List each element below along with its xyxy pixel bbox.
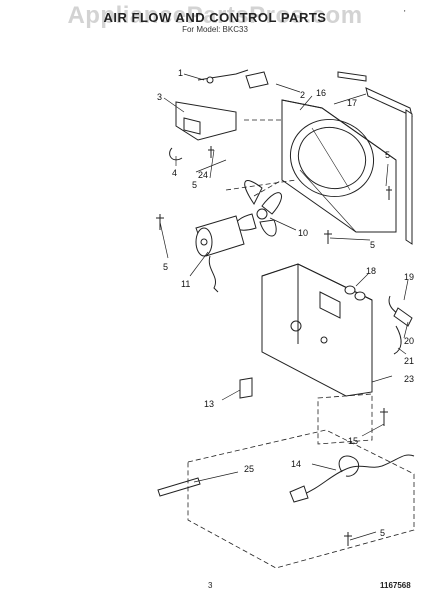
callout-5-b: 5: [385, 150, 390, 160]
corner-mark: ': [404, 9, 406, 18]
callout-15: 15: [348, 436, 358, 446]
callout-18: 18: [366, 266, 376, 276]
callout-1: 1: [178, 68, 183, 78]
callout-25: 25: [244, 464, 254, 474]
callout-2: 2: [300, 90, 305, 100]
part-24-screw[interactable]: [208, 146, 214, 158]
callout-10: 10: [298, 228, 308, 238]
part-14-power-cord[interactable]: [289, 454, 415, 503]
part-11-fan-motor[interactable]: [195, 215, 245, 293]
base-pan-outline: [187, 119, 415, 569]
watermark: AppliancePartsPros.com: [67, 2, 363, 29]
callout-17: 17: [347, 98, 357, 108]
callout-labels: 1 2 3 4 5 5 5 5 5 10 11 13 14 15 16 17 1…: [157, 68, 414, 538]
part-3-control-bracket[interactable]: [175, 101, 237, 141]
page-number: 3: [208, 581, 213, 590]
callout-23: 23: [404, 374, 414, 384]
callout-5-e: 5: [380, 528, 385, 538]
part-1-thermostat-sensor[interactable]: [197, 69, 249, 84]
part-10-fan-blade[interactable]: [234, 180, 282, 237]
part-25-cord-strap[interactable]: [157, 477, 201, 497]
callout-5-c: 5: [163, 262, 168, 272]
part-13-capacitor[interactable]: [239, 377, 253, 399]
callout-11: 11: [181, 279, 190, 289]
part-19-switch-harness[interactable]: [388, 295, 413, 355]
diagram-subtitle: For Model: BKC33: [182, 25, 248, 34]
part-4-wire-connector[interactable]: [169, 147, 183, 161]
callout-5-d: 5: [370, 240, 375, 250]
part-2-switch[interactable]: [245, 71, 269, 89]
callout-4: 4: [172, 168, 177, 178]
part-23-control-panel[interactable]: [261, 263, 373, 397]
callout-20: 20: [404, 336, 414, 346]
callout-3: 3: [157, 92, 162, 102]
part-5-screws[interactable]: [156, 186, 392, 546]
part-17-gasket-strips[interactable]: [337, 71, 413, 245]
callout-16: 16: [316, 88, 326, 98]
callout-19: 19: [404, 272, 414, 282]
part-15-screw[interactable]: [380, 408, 388, 426]
callout-21: 21: [404, 356, 414, 366]
diagram-title: AIR FLOW AND CONTROL PARTS: [103, 10, 327, 25]
callout-14: 14: [291, 459, 301, 469]
callout-24: 24: [198, 170, 208, 180]
callout-13: 13: [204, 399, 214, 409]
part-16-fan-shroud[interactable]: [280, 99, 397, 233]
callout-5-a: 5: [192, 180, 197, 190]
leader-lines: [159, 73, 409, 541]
part-18-knobs[interactable]: [344, 285, 366, 301]
drawing-code: 1167568: [380, 581, 411, 590]
